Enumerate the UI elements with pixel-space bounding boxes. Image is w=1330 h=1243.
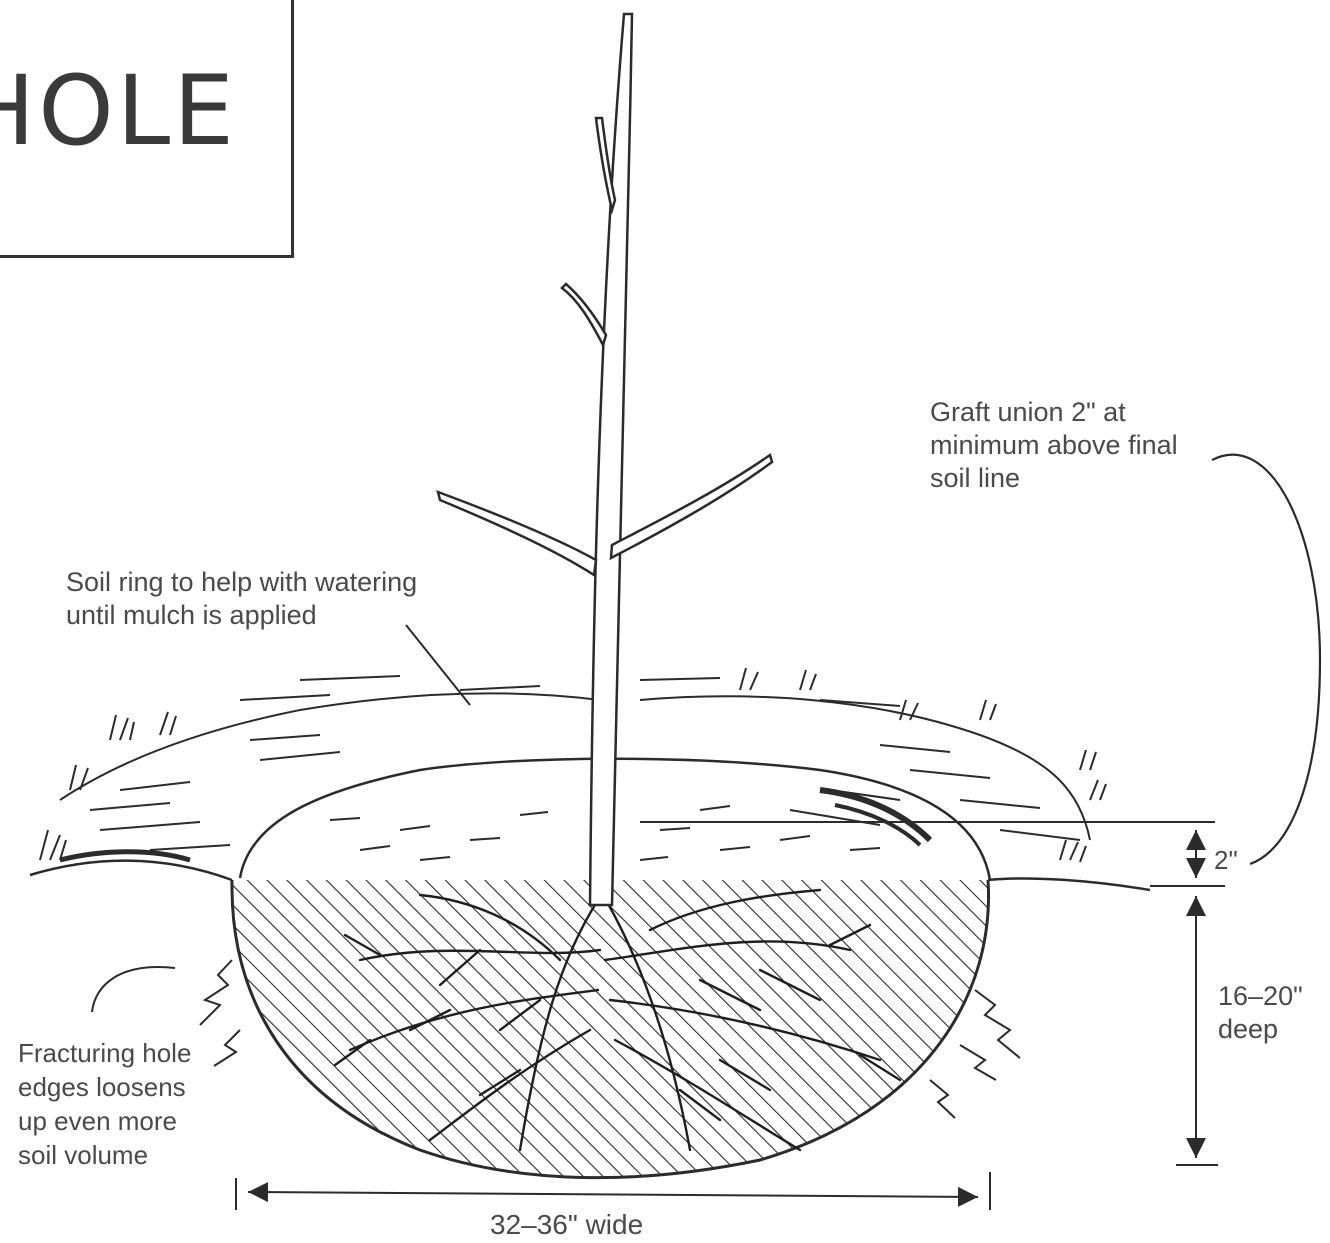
planting-hole — [220, 870, 1010, 1200]
soil-ring-leader — [406, 625, 470, 705]
graft-union-bracket — [1212, 455, 1320, 864]
label-line: until mulch is applied — [66, 599, 417, 632]
label-line: edges loosens — [18, 1070, 191, 1104]
label-graft-union: Graft union 2" at minimum above final so… — [930, 396, 1178, 495]
label-line: soil line — [930, 462, 1178, 495]
label-depth: 16–20" deep — [1218, 980, 1303, 1046]
fracturing-leader — [92, 967, 175, 1012]
label-width: 32–36" wide — [490, 1208, 643, 1241]
label-line: Soil ring to help with watering — [66, 566, 417, 599]
depth-dimension — [1176, 896, 1218, 1165]
label-line: 16–20" — [1218, 980, 1303, 1013]
label-soil-ring: Soil ring to help with watering until mu… — [66, 566, 417, 632]
label-line: up even more — [18, 1104, 191, 1138]
label-height-2: 2" — [1214, 844, 1238, 877]
label-line: soil volume — [18, 1138, 191, 1172]
label-line: Fracturing hole — [18, 1036, 191, 1070]
tree-trunk — [438, 14, 772, 905]
soil-line-markers — [640, 822, 1225, 886]
label-line: Graft union 2" at — [930, 396, 1178, 429]
label-line: minimum above final — [930, 429, 1178, 462]
title-box: HOLE — [0, 0, 294, 258]
page-title: HOLE — [0, 55, 237, 167]
label-line: deep — [1218, 1013, 1303, 1046]
label-fracturing: Fracturing hole edges loosens up even mo… — [18, 1036, 191, 1172]
